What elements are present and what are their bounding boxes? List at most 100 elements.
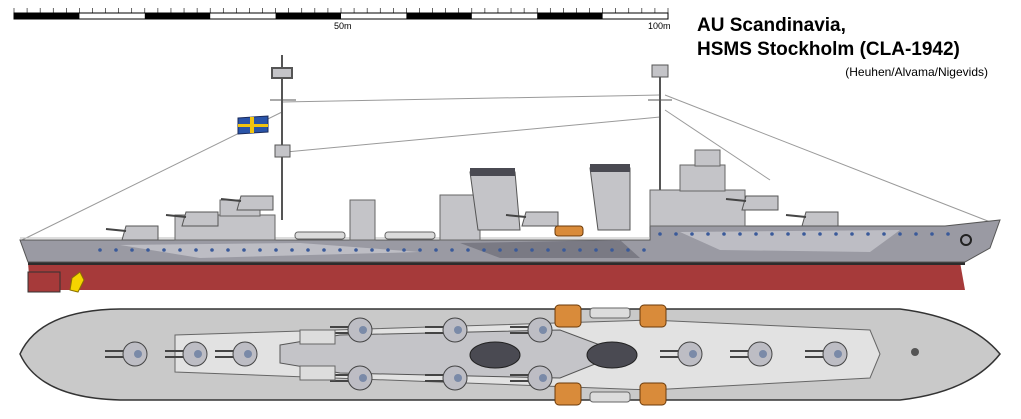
porthole <box>418 248 422 252</box>
scale-segment <box>537 13 603 19</box>
plan-boat-starboard <box>554 382 582 406</box>
porthole <box>722 232 726 236</box>
masts <box>270 55 672 220</box>
porthole <box>946 232 950 236</box>
porthole <box>354 248 358 252</box>
turret-top <box>730 341 773 367</box>
forward-funnel-cap <box>590 164 630 172</box>
turret-top <box>425 365 468 391</box>
porthole <box>658 232 662 236</box>
scale-bar-segments <box>13 8 669 20</box>
turret-side <box>785 211 839 227</box>
porthole <box>930 232 934 236</box>
main-mast-crowsnest <box>271 67 293 79</box>
porthole <box>882 232 886 236</box>
porthole <box>322 248 326 252</box>
anchor-icon <box>960 234 972 246</box>
porthole <box>786 232 790 236</box>
porthole <box>690 232 694 236</box>
swedish-flag-icon <box>237 115 269 135</box>
porthole <box>290 248 294 252</box>
fire-control-top <box>694 149 721 167</box>
turret-side <box>165 211 219 227</box>
scale-label-50m: 50m <box>334 21 352 31</box>
plan-boat-port <box>554 304 582 328</box>
scale-segment <box>144 13 211 19</box>
scale-label-100m: 100m <box>648 21 671 31</box>
porthole <box>386 248 390 252</box>
porthole <box>370 248 374 252</box>
porthole <box>834 232 838 236</box>
plan-torpedo-tubes-2 <box>299 365 336 381</box>
side-profile-view <box>19 55 1001 293</box>
plan-bow-anchor <box>911 348 919 356</box>
hull-red-waterline <box>28 262 965 290</box>
porthole <box>898 232 902 236</box>
turret-top <box>805 341 848 367</box>
porthole <box>434 248 438 252</box>
porthole <box>546 248 550 252</box>
scale-segment <box>14 13 80 19</box>
aft-funnel-cap <box>470 168 515 176</box>
porthole <box>258 248 262 252</box>
turret-side <box>105 225 159 241</box>
plan-funnels <box>469 341 638 369</box>
title-line-1: AU Scandinavia, <box>697 15 846 36</box>
porthole <box>146 248 150 252</box>
credit-line: (Heuhen/Alvama/Nigevids) <box>845 65 988 79</box>
turret-top <box>215 341 258 367</box>
mid-aa-platform <box>439 194 481 241</box>
porthole <box>706 232 710 236</box>
porthole <box>466 248 470 252</box>
porthole <box>402 248 406 252</box>
turret-top <box>165 341 208 367</box>
porthole <box>674 232 678 236</box>
porthole <box>578 248 582 252</box>
porthole-row <box>98 232 950 252</box>
porthole <box>610 248 614 252</box>
hull-camo-light <box>120 243 420 258</box>
turret-side <box>505 211 559 227</box>
porthole <box>530 248 534 252</box>
turret-top <box>425 317 468 343</box>
launch-side <box>294 231 346 240</box>
propeller-icon <box>69 271 85 293</box>
turret-top <box>510 317 553 343</box>
turret-top <box>660 341 703 367</box>
porthole <box>594 248 598 252</box>
porthole <box>850 232 854 236</box>
superstructure <box>174 149 746 241</box>
porthole <box>498 248 502 252</box>
hull-camo-dark <box>460 240 640 258</box>
gun-turrets-top <box>105 317 848 391</box>
scale-segment <box>406 13 472 19</box>
scale-segment <box>275 13 341 19</box>
porthole <box>242 248 246 252</box>
plan-forward-funnel <box>586 341 638 369</box>
porthole <box>178 248 182 252</box>
porthole <box>514 248 518 252</box>
launch-side-2 <box>384 231 436 240</box>
title-block: AU Scandinavia, HSMS Stockholm (CLA-1942… <box>697 14 1017 79</box>
aft-secondary-director <box>349 199 376 241</box>
porthole <box>226 248 230 252</box>
scale-bar <box>13 8 669 20</box>
turret-side <box>725 195 779 211</box>
hull <box>19 219 1001 293</box>
porthole <box>818 232 822 236</box>
turret-top <box>330 365 373 391</box>
turret-top <box>510 365 553 391</box>
turret-top <box>105 341 148 367</box>
porthole <box>274 248 278 252</box>
turret-top <box>330 317 373 343</box>
porthole <box>626 248 630 252</box>
hull-camo-light-2 <box>680 230 900 252</box>
plan-boats <box>299 304 667 406</box>
gun-turrets-side <box>105 195 839 241</box>
porthole <box>306 248 310 252</box>
title-line-2: HSMS Stockholm (CLA-1942) <box>697 39 960 60</box>
plan-torpedo-tubes <box>299 329 336 345</box>
plan-boat-port-2 <box>639 304 667 328</box>
fore-mast-top <box>651 64 669 78</box>
